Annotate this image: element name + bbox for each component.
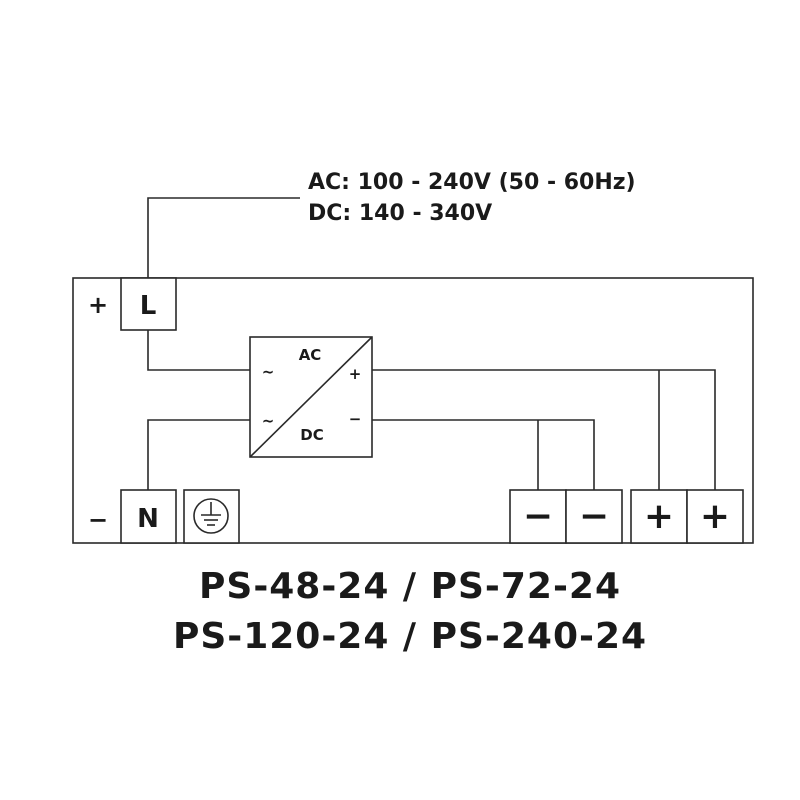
neutral-side-sign: − xyxy=(88,506,108,534)
neutral-wire xyxy=(147,419,250,490)
live-wire xyxy=(147,330,250,371)
output-terminal-1-label: − xyxy=(523,496,553,537)
terminal-neutral xyxy=(120,489,177,544)
converter-input-symbol-1: ~ xyxy=(262,363,275,381)
output-terminal-1 xyxy=(509,489,567,544)
output-terminal-4 xyxy=(686,489,744,544)
live-side-sign: + xyxy=(88,291,108,319)
terminal-live-label: L xyxy=(140,291,157,321)
output-terminal-4-label: + xyxy=(700,496,730,537)
input-spec-ac: AC: 100 - 240V (50 - 60Hz) xyxy=(308,170,636,195)
output-terminal-3-label: + xyxy=(644,496,674,537)
converter-ac-label: AC xyxy=(299,346,322,364)
input-spec-dc: DC: 140 - 340V xyxy=(308,201,492,226)
terminal-ground xyxy=(183,489,240,544)
input-leader-line xyxy=(147,197,300,278)
terminal-live xyxy=(120,277,177,331)
converter-output-plus: + xyxy=(349,365,362,383)
converter-output-minus: − xyxy=(349,410,362,428)
model-line-1: PS-48-24 / PS-72-24 xyxy=(199,566,621,607)
terminal-neutral-label: N xyxy=(137,504,159,534)
output-plus-wire xyxy=(372,369,716,490)
output-terminal-2-label: − xyxy=(579,496,609,537)
output-terminal-2 xyxy=(565,489,623,544)
output-minus-wire xyxy=(372,419,595,490)
output-terminal-group: −−++ xyxy=(509,489,744,544)
ground-icon xyxy=(193,498,229,534)
model-line-2: PS-120-24 / PS-240-24 xyxy=(173,616,647,657)
converter-diagonal xyxy=(249,336,373,458)
converter-dc-label: DC xyxy=(300,426,323,444)
converter-input-symbol-2: ~ xyxy=(262,412,275,430)
output-terminal-3 xyxy=(630,489,688,544)
